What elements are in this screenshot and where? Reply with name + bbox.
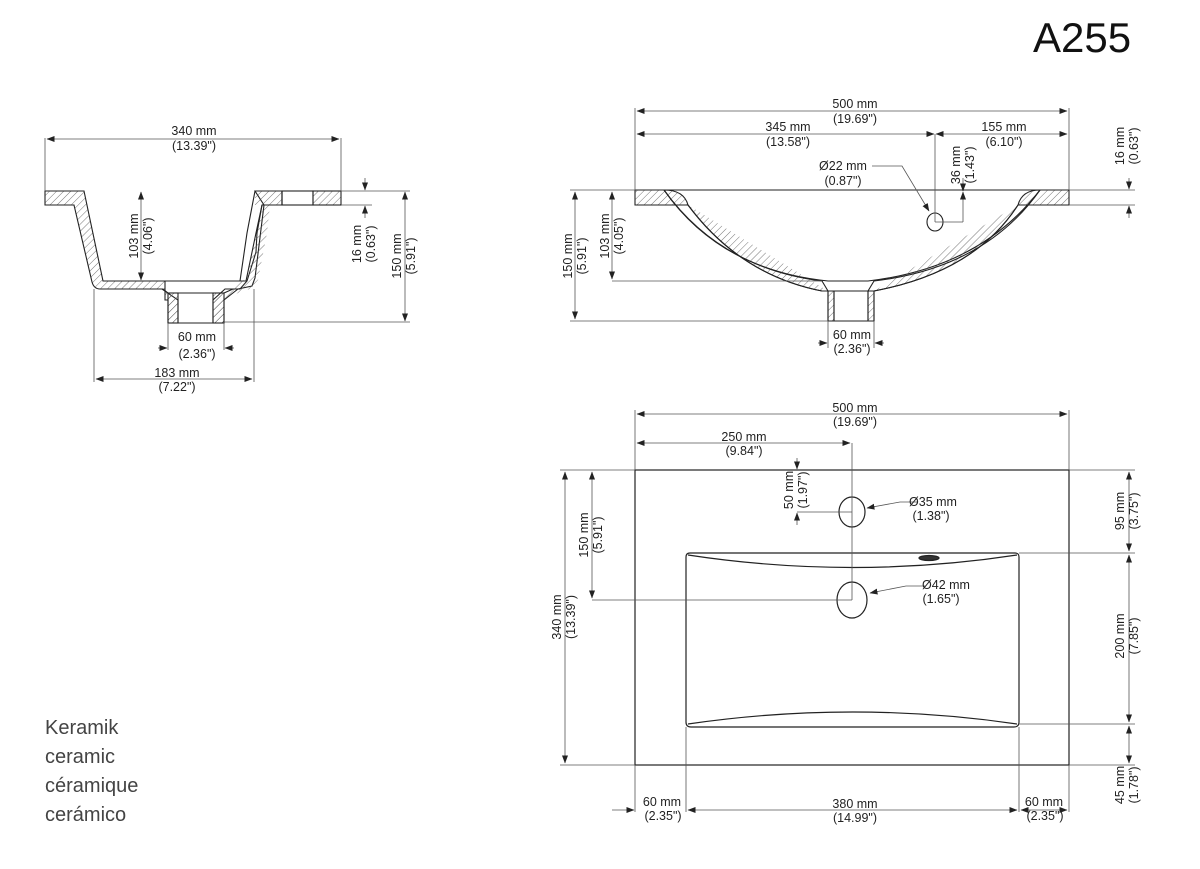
svg-text:60 mm: 60 mm — [1025, 795, 1063, 809]
svg-text:60 mm: 60 mm — [643, 795, 681, 809]
svg-text:(19.69"): (19.69") — [833, 112, 877, 126]
svg-text:95 mm: 95 mm — [1113, 492, 1127, 530]
svg-text:16 mm: 16 mm — [1113, 127, 1127, 165]
svg-text:500 mm: 500 mm — [832, 97, 877, 111]
svg-text:60 mm: 60 mm — [178, 330, 216, 344]
svg-text:(5.91"): (5.91") — [575, 237, 589, 274]
svg-text:(2.35"): (2.35") — [1026, 809, 1063, 823]
svg-text:(0.63"): (0.63") — [1127, 127, 1141, 164]
side-view — [44, 190, 342, 324]
svg-text:Ø35 mm: Ø35 mm — [909, 495, 957, 509]
front-view-labels: 500 mm (19.69") 345 mm (13.58") 155 mm (… — [561, 97, 1141, 356]
model-number: A255 — [1033, 14, 1132, 61]
svg-text:(3.75"): (3.75") — [1127, 492, 1141, 529]
svg-text:(1.65"): (1.65") — [922, 592, 959, 606]
svg-text:(5.91"): (5.91") — [404, 237, 418, 274]
svg-text:(4.05"): (4.05") — [612, 217, 626, 254]
svg-text:103 mm: 103 mm — [127, 213, 141, 258]
svg-text:16 mm: 16 mm — [350, 225, 364, 263]
svg-text:(9.84"): (9.84") — [725, 444, 762, 458]
svg-text:(13.39"): (13.39") — [564, 595, 578, 639]
svg-text:345 mm: 345 mm — [765, 120, 810, 134]
svg-text:(6.10"): (6.10") — [985, 135, 1022, 149]
svg-text:340 mm: 340 mm — [550, 594, 564, 639]
svg-text:(5.91"): (5.91") — [591, 516, 605, 553]
svg-text:(1.97"): (1.97") — [796, 471, 810, 508]
svg-text:103 mm: 103 mm — [598, 213, 612, 258]
svg-text:150 mm: 150 mm — [561, 233, 575, 278]
svg-text:150 mm: 150 mm — [577, 512, 591, 557]
front-view-dimensions — [570, 108, 1135, 348]
svg-text:500 mm: 500 mm — [832, 401, 877, 415]
material-list: Keramik ceramic céramique cerámico — [45, 714, 138, 830]
svg-text:150 mm: 150 mm — [390, 233, 404, 278]
top-view-labels: 500 mm (19.69") 250 mm (9.84") 50 mm (1.… — [550, 401, 1141, 825]
side-width-label: 340 mm — [171, 124, 216, 138]
svg-text:60 mm: 60 mm — [833, 328, 871, 342]
svg-text:200 mm: 200 mm — [1113, 613, 1127, 658]
svg-text:(2.36"): (2.36") — [178, 347, 215, 361]
svg-text:Ø42 mm: Ø42 mm — [922, 578, 970, 592]
svg-text:Ø22 mm: Ø22 mm — [819, 159, 867, 173]
svg-text:(2.36"): (2.36") — [833, 342, 870, 356]
svg-text:36 mm: 36 mm — [949, 146, 963, 184]
material-es: cerámico — [45, 804, 127, 826]
svg-text:155 mm: 155 mm — [981, 120, 1026, 134]
svg-text:(19.69"): (19.69") — [833, 415, 877, 429]
material-en: ceramic — [45, 746, 116, 768]
material-de: Keramik — [45, 717, 119, 739]
svg-text:380 mm: 380 mm — [832, 797, 877, 811]
svg-text:(4.06"): (4.06") — [141, 217, 155, 254]
svg-text:(7.22"): (7.22") — [158, 380, 195, 394]
svg-text:(13.39"): (13.39") — [172, 139, 216, 153]
side-view-labels: 340 mm (13.39") 103 mm (4.06") 16 mm (0.… — [127, 124, 418, 394]
svg-text:(1.78"): (1.78") — [1127, 766, 1141, 803]
side-view-dimensions — [44, 136, 410, 382]
svg-text:183 mm: 183 mm — [154, 366, 199, 380]
svg-text:50 mm: 50 mm — [782, 471, 796, 509]
svg-text:(2.35"): (2.35") — [644, 809, 681, 823]
svg-text:(14.99"): (14.99") — [833, 811, 877, 825]
svg-text:45 mm: 45 mm — [1113, 766, 1127, 804]
svg-text:250 mm: 250 mm — [721, 430, 766, 444]
svg-text:(1.43"): (1.43") — [963, 146, 977, 183]
svg-text:(0.63"): (0.63") — [364, 225, 378, 262]
svg-text:(1.38"): (1.38") — [912, 509, 949, 523]
svg-text:(0.87"): (0.87") — [824, 174, 861, 188]
svg-text:(7.85"): (7.85") — [1127, 617, 1141, 654]
front-view — [634, 189, 1070, 322]
top-view-dimensions — [560, 410, 1135, 813]
material-fr: céramique — [45, 775, 139, 797]
svg-text:(13.58"): (13.58") — [766, 135, 810, 149]
